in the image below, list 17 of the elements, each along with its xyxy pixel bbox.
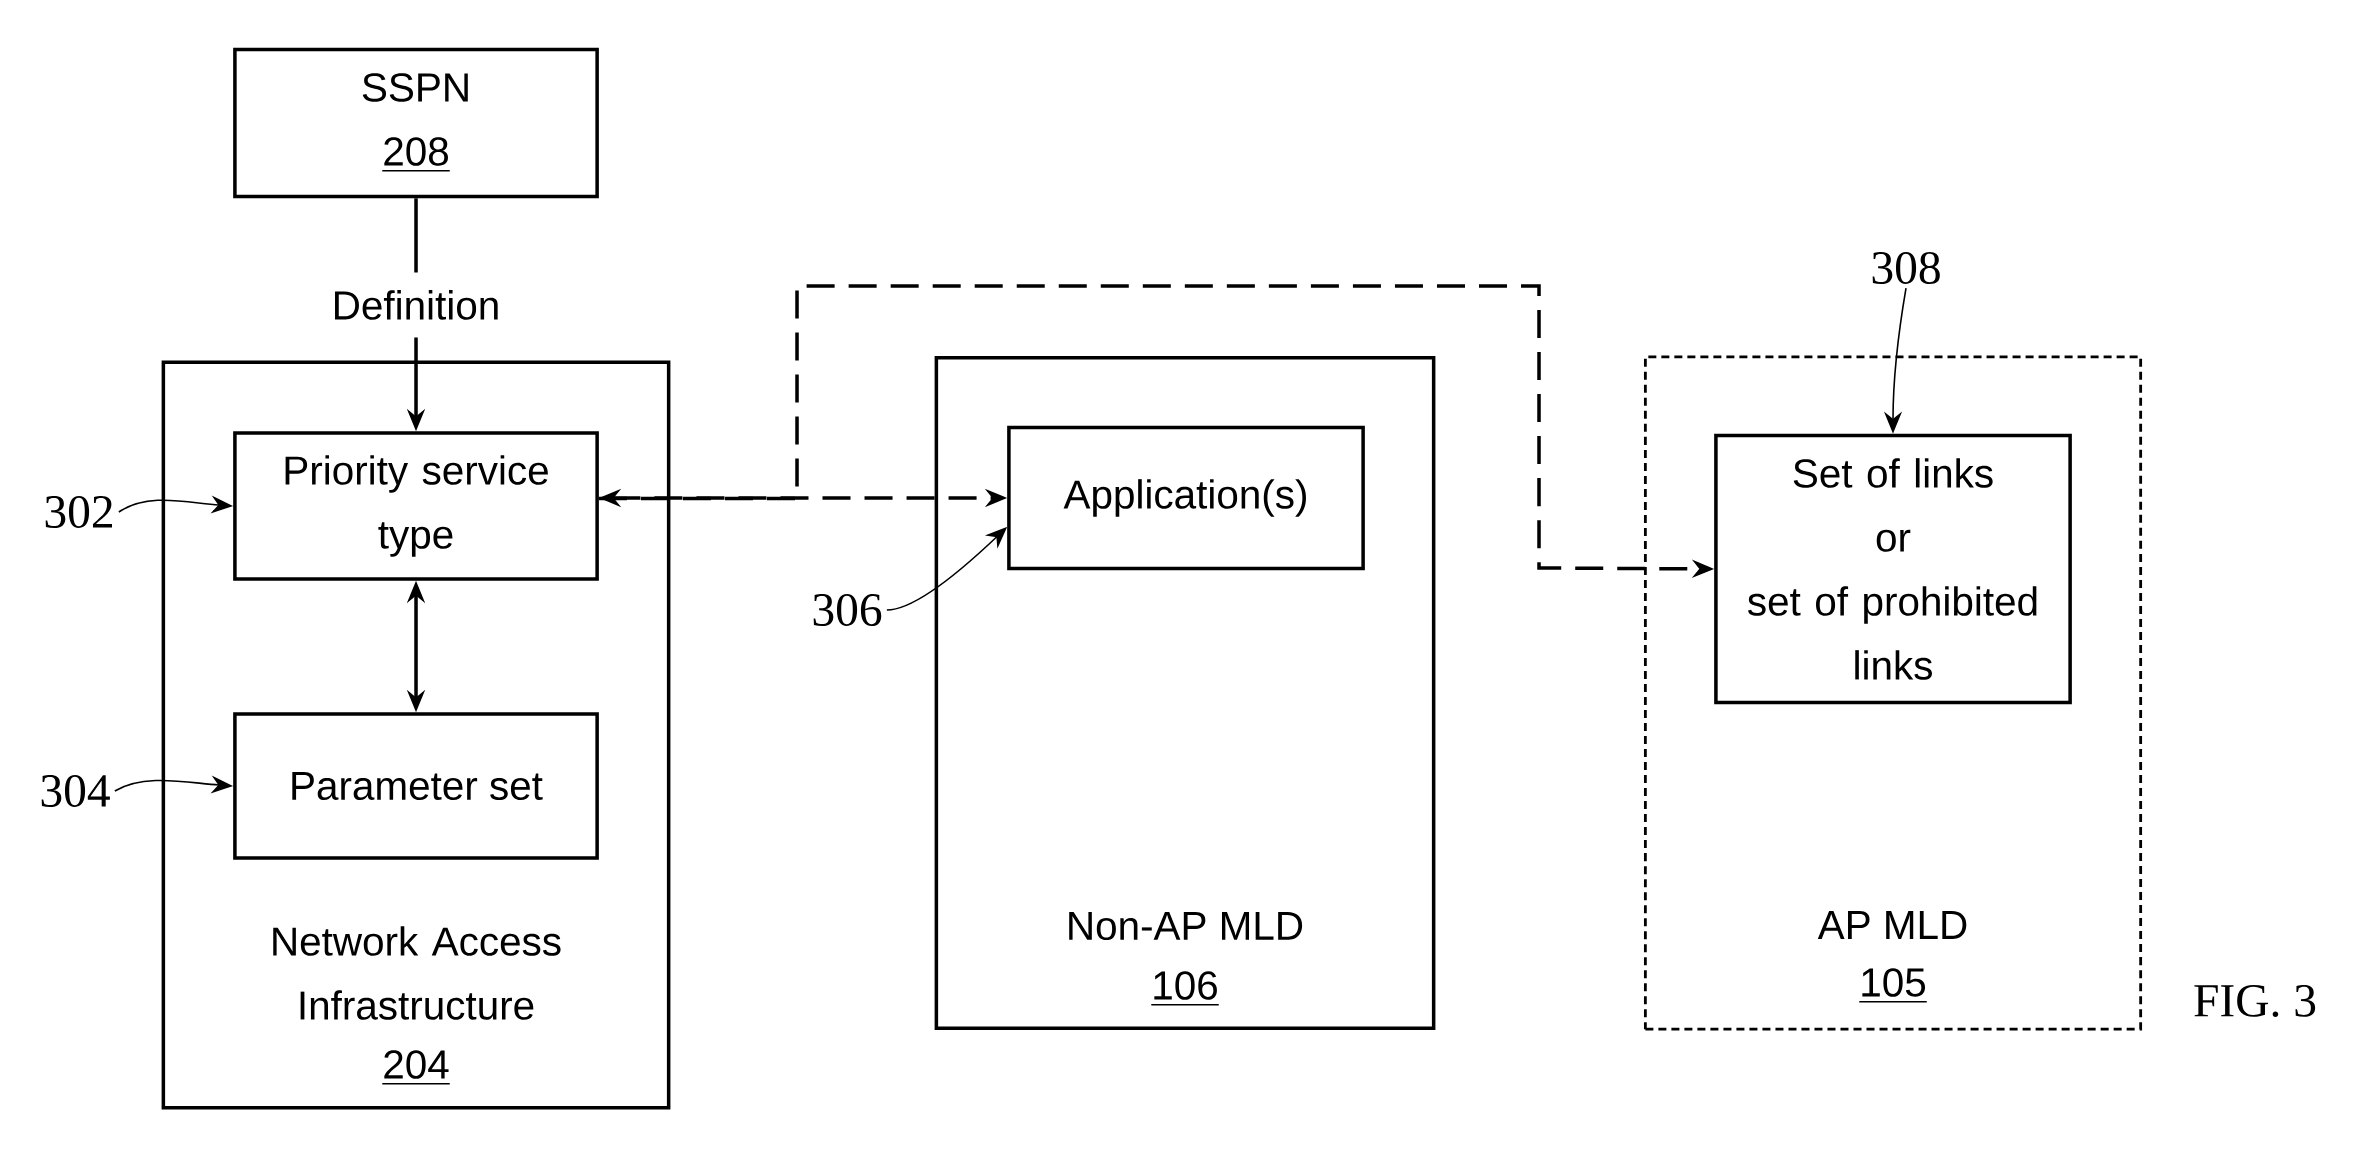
reference-numeral: 302	[45, 495, 112, 528]
edge-label: Definition	[324, 272, 508, 338]
process-box: Priority service type	[233, 431, 599, 581]
box-label: Non-AP MLD	[1069, 911, 1303, 941]
box-label: Network Access Infrastructure	[273, 926, 561, 1020]
reference-numeral: 306	[813, 593, 882, 626]
reference-number: 105	[1858, 968, 1928, 1003]
reference-numeral: 304	[41, 774, 110, 807]
reference-number: 106	[1150, 971, 1220, 1006]
reference-number: 204	[381, 1050, 451, 1085]
process-box: Parameter set	[233, 712, 599, 860]
box-label: AP MLD	[1817, 911, 1967, 939]
figure-label: FIG. 3	[2194, 984, 2316, 1018]
process-box: Application(s)	[1007, 425, 1365, 571]
process-box: Set of links or set of prohibited links	[1714, 433, 2072, 705]
process-box: SSPN 208	[233, 47, 599, 199]
reference-numeral: 308	[1872, 251, 1940, 284]
